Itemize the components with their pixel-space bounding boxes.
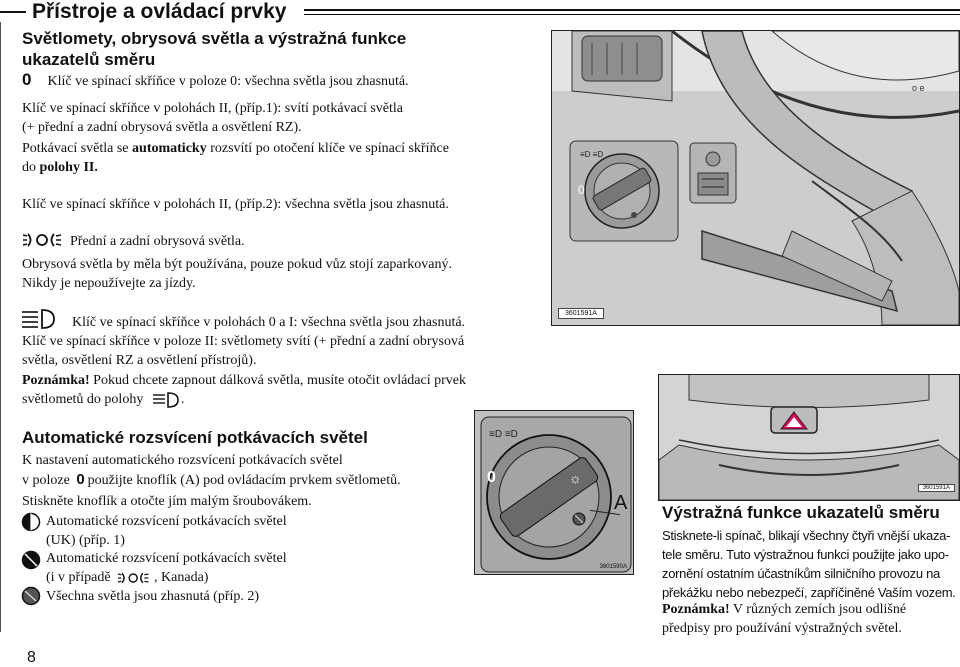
lights-p3: Potkávací světla se automaticky rozsvítí…: [22, 141, 449, 175]
figure-dashboard-code: 3601591A: [558, 308, 604, 319]
auto-text: K nastavení automatického rozsvícení pot…: [22, 453, 401, 509]
hazard-note: Poznámka! V různých zemích jsou odlišné …: [662, 602, 907, 636]
lights-p7: Klíč ve spínací skříňce v polohách 0 a I…: [72, 315, 466, 330]
figure-dashboard: ≡D ≡D 0 o e 3601591A: [551, 30, 960, 326]
lights-p4: Klíč ve spínací skříňce v polohách II, (…: [22, 197, 449, 212]
lights-p5: Přední a zadní obrysová světla.: [70, 234, 245, 249]
svg-text:≡D ≡D: ≡D ≡D: [489, 429, 518, 440]
header-rule-left: [0, 11, 26, 13]
auto-item-3: Všechna světla jsou zhasnutá (příp. 2): [46, 589, 260, 604]
lights-p2: Klíč ve spínací skříňce v polohách II, (…: [22, 101, 404, 135]
svg-text:o e: o e: [912, 83, 925, 93]
knob-dark-icon: [21, 586, 41, 606]
svg-text:≡D ≡D: ≡D ≡D: [580, 150, 603, 159]
section-title: Přístroje a ovládací prvky: [32, 0, 287, 23]
high-beam-icon: [152, 391, 179, 408]
left-margin-rule: [0, 22, 1, 632]
figure-hazard: 3601591A: [658, 374, 960, 501]
header-rule-right-bottom: [304, 14, 960, 15]
lights-heading: Světlomety, obrysová světla a výstražná …: [22, 29, 407, 69]
figure-knob-code: 3601590A: [599, 564, 627, 570]
zero-symbol-inline: 0: [76, 471, 85, 488]
knob-slash-icon: [21, 550, 41, 570]
knob-illustration: ≡D ≡D ☼: [475, 411, 633, 574]
dashboard-illustration: ≡D ≡D 0 o e: [552, 31, 959, 325]
page-number: 8: [27, 649, 36, 666]
callout-letter-a: A: [614, 492, 628, 514]
figure-hazard-code: 3601591A: [917, 484, 955, 492]
svg-text:0: 0: [578, 183, 585, 197]
hazard-heading: Výstražná funkce ukazatelů směru: [662, 503, 940, 522]
parking-lights-icon: [22, 233, 62, 247]
lights-p8: Klíč ve spínací skříňce v poloze II: svě…: [22, 334, 465, 368]
lights-note: Poznámka! Pokud chcete zapnout dálková s…: [22, 373, 467, 408]
auto-item-1: Automatické rozsvícení potkávacích světe…: [46, 514, 287, 548]
lights-p6: Obrysová světla by měla být používána, p…: [22, 257, 452, 291]
svg-text:☼: ☼: [569, 470, 582, 486]
hazard-text: Stisknete-li spínač, blikají všechny čty…: [662, 528, 956, 600]
knob-zero-label: 0: [487, 469, 496, 486]
parking-lights-icon-small: [117, 572, 149, 584]
auto-heading: Automatické rozsvícení potkávacích světe…: [22, 428, 368, 447]
zero-symbol: 0: [22, 70, 32, 89]
headlight-icon: [22, 309, 55, 329]
figure-knob: ≡D ≡D ☼ 0 3601590A: [474, 410, 634, 575]
auto-item-2: Automatické rozsvícení potkávacích světe…: [46, 551, 287, 585]
header-rule-right-top: [304, 9, 960, 11]
hazard-illustration: [659, 375, 959, 500]
knob-half-icon: [21, 512, 41, 532]
